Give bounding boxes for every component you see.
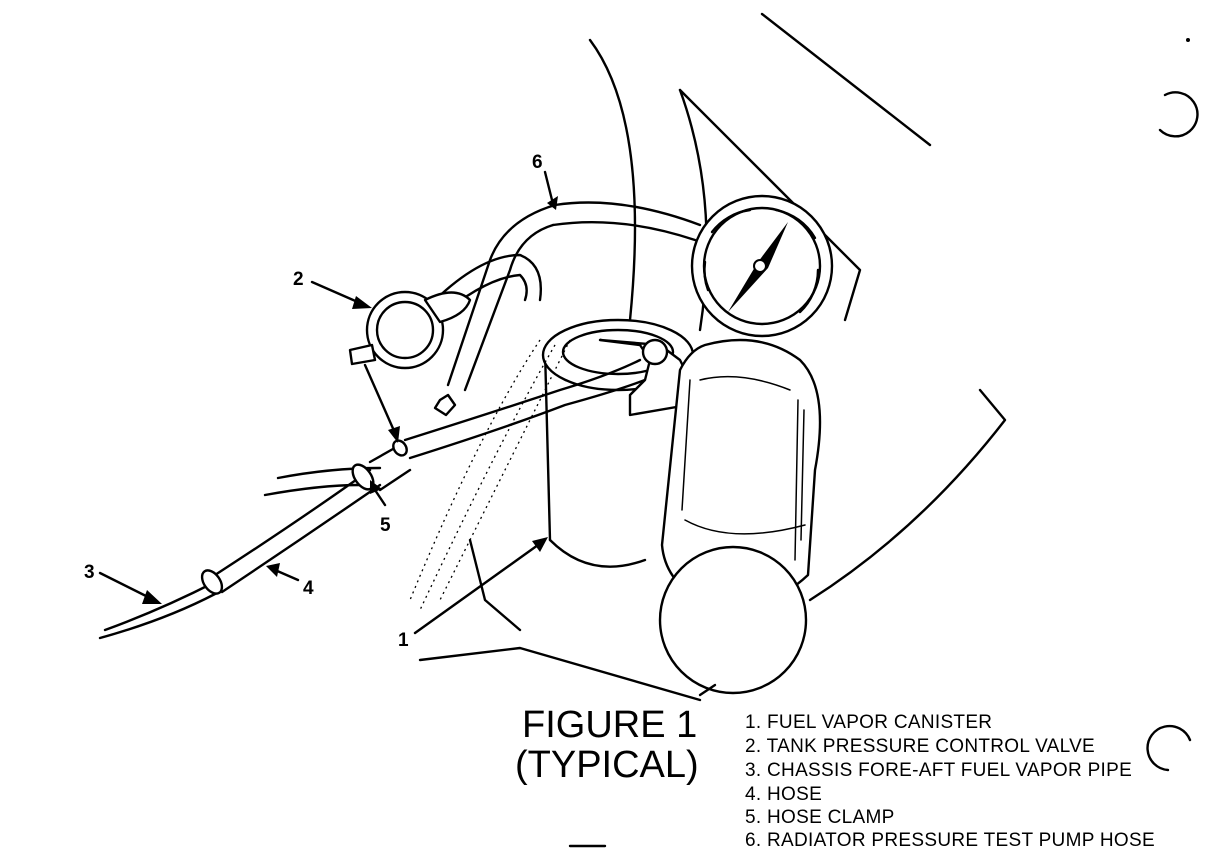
legend-item: 6. RADIATOR PRESSURE TEST PUMP HOSE	[745, 830, 1155, 848]
callout-5: 5	[380, 515, 391, 536]
figure-caption: FIGURE 1 (TYPICAL)	[515, 704, 699, 786]
arrow-3	[98, 571, 152, 600]
legend-item: 3. CHASSIS FORE-AFT FUEL VAPOR PIPE	[745, 760, 1132, 781]
pressure-gauge	[690, 194, 834, 338]
callout-arrows	[98, 170, 558, 635]
callout-4: 4	[303, 578, 314, 599]
legend-item: 4. HOSE	[745, 784, 822, 805]
arrow-5	[373, 488, 387, 507]
callout-2: 2	[293, 269, 304, 290]
callout-labels: 6 2 3 4 5 1	[84, 152, 543, 651]
figure-title-line1: FIGURE 1	[522, 704, 697, 746]
hose-clamp-lower	[200, 569, 224, 595]
canister-fittings	[598, 338, 692, 417]
pump-end-cap	[658, 545, 808, 695]
legend-item: 5. HOSE CLAMP	[745, 807, 895, 828]
callout-6: 6	[532, 152, 543, 173]
radiator-test-pump-hose	[428, 201, 702, 417]
legend-item: 1. FUEL VAPOR CANISTER	[745, 712, 992, 733]
arrow-6	[543, 170, 554, 202]
callout-1: 1	[398, 630, 409, 651]
figure-title-line2: (TYPICAL)	[515, 744, 699, 786]
arrow-4	[273, 568, 300, 582]
tank-pressure-control-valve	[348, 290, 472, 370]
callout-3: 3	[84, 562, 95, 583]
legend-item: 2. TANK PRESSURE CONTROL VALVE	[745, 736, 1095, 757]
arrow-1	[413, 543, 540, 635]
vapor-pipe-and-hose	[98, 358, 652, 640]
arrow-2	[310, 280, 362, 305]
legend: 1. FUEL VAPOR CANISTER 2. TANK PRESSURE …	[745, 712, 1155, 851]
radiator-pressure-test-pump	[658, 338, 822, 697]
margin-marks	[568, 38, 1199, 848]
